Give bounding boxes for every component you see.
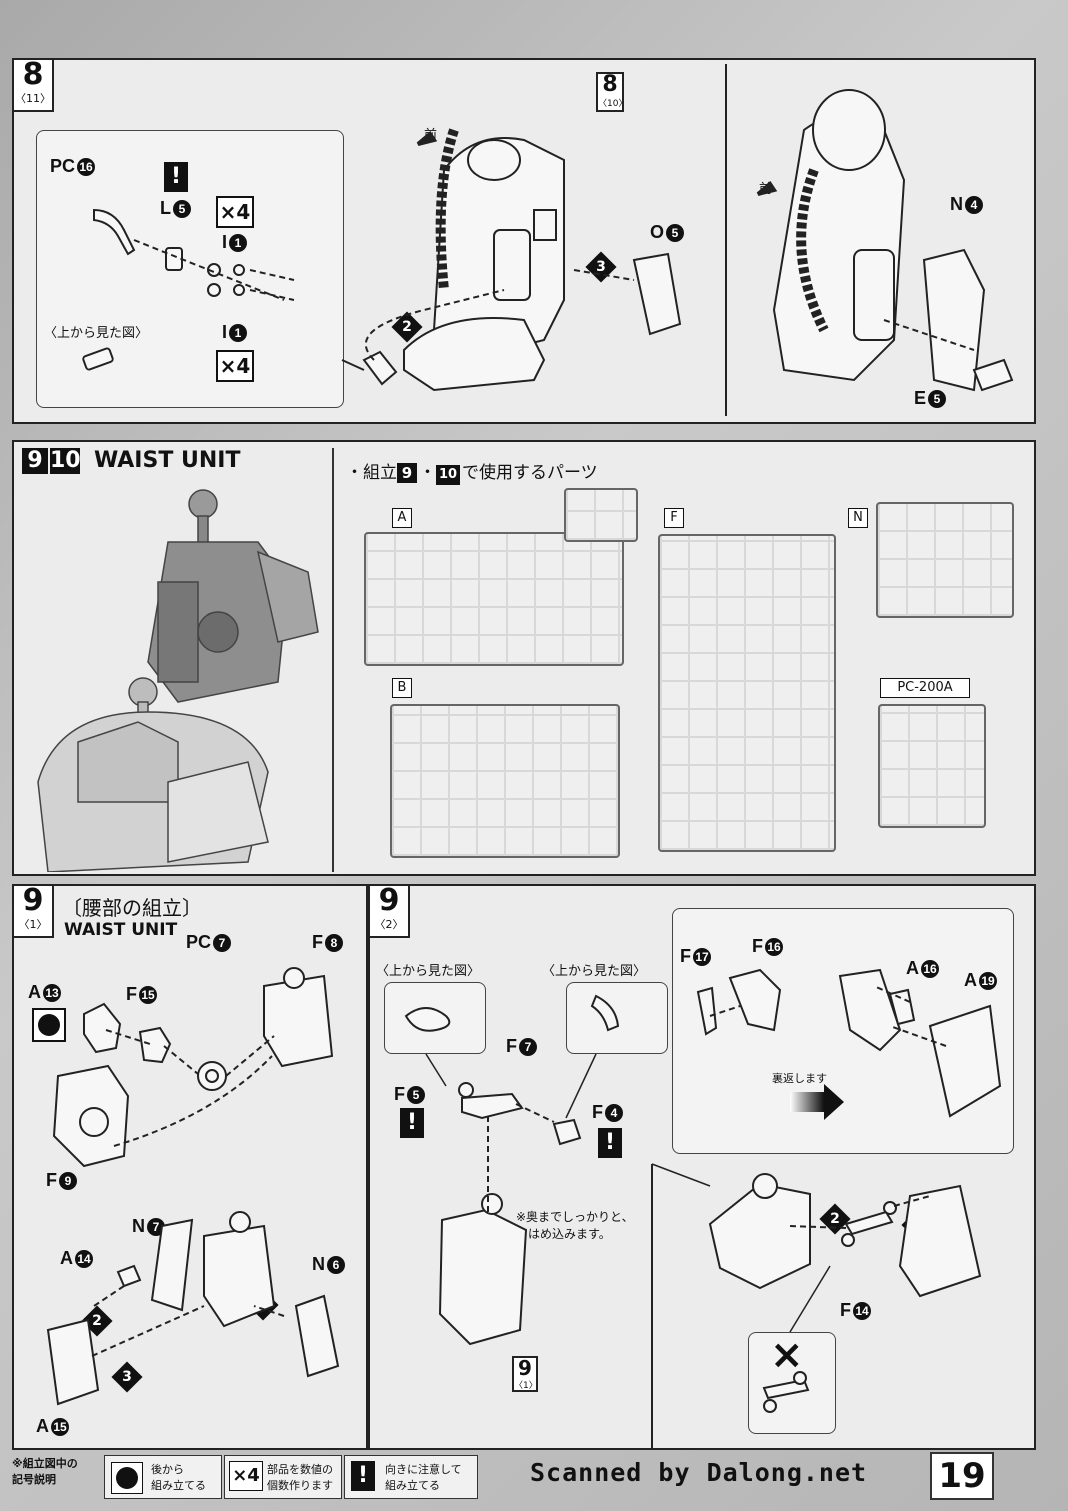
scanner-credit: Scanned by Dalong.net [530,1458,868,1487]
view-from-top-label: 〈上から見た図〉 [376,964,481,979]
page-number: 19 [930,1452,994,1500]
step9-2-ref-badge: 9 〈1〉 [512,1356,538,1392]
step-number: 9 [22,448,48,474]
attention-icon: ! [164,162,188,192]
step-subnumber: 〈1〉 [18,918,48,931]
step9-2-badge: 9 〈2〉 [370,886,410,938]
runner-f [658,534,836,852]
runner-label-a: A [392,508,412,528]
runner-label-b: B [392,678,412,698]
flip-instruction: 裏返します [772,1072,827,1085]
legend-multiply: ×4 部品を数値の個数作ります [224,1455,342,1499]
step-subnumber: 〈2〉 [374,918,404,931]
step8-badge: 8 〈11〉 [14,60,54,112]
step8-ref-badge: 8 〈10〉 [596,72,627,112]
divider [332,448,334,872]
multiply-badge: ×4 [216,196,254,228]
view-from-top-label: 〈上から見た図〉 [44,326,149,341]
build-later-icon [32,1008,66,1042]
runner-label-f: F [664,508,684,528]
step8-illustration [82,64,1014,416]
attention-icon: ! [598,1128,622,1158]
step-title-jp: 〔腰部の組立〕 [62,896,202,920]
step-title-en: WAIST UNIT [64,920,178,940]
step-number: 10 [50,448,81,474]
wrong-example-box [748,1332,836,1434]
flip-arrow-icon [790,1092,824,1112]
runner-pc200a [878,704,986,828]
runner-a-top [564,488,638,542]
step-number: 9 [22,884,44,918]
step9-1-illustration [46,967,340,1406]
attention-icon: ! [400,1108,424,1138]
runner-n [876,502,1014,618]
attention-symbol: ! [351,1461,375,1491]
waist-unit-render [37,489,319,872]
step-number: 8 [22,58,44,92]
legend-build-later: 後から組み立てる [104,1455,222,1499]
step9-1-badge: 9 〈1〉 [14,886,54,938]
legend-attention: ! 向きに注意して組み立てる [344,1455,478,1499]
wrong-mark-icon: × [770,1332,804,1378]
flip-arrow-head [824,1084,844,1120]
step-subnumber: 〈11〉 [15,92,51,105]
section-title: WAIST UNIT [94,448,241,473]
runner-b [390,704,620,858]
multiply-badge: ×4 [216,350,254,382]
legend-title: ※組立図中の記号説明 [12,1457,78,1486]
view-from-top-label: 〈上から見た図〉 [542,964,647,979]
runner-a [364,532,624,666]
runner-label-pc200a: PC-200A [880,678,970,698]
step-number: 9 [378,884,400,918]
multiply-symbol: ×4 [229,1461,263,1491]
insert-note: ※奥までしっかりと、はめ込みます。 [516,1210,634,1241]
step9-2-illustration [404,968,1002,1448]
runner-label-n: N [848,508,868,528]
